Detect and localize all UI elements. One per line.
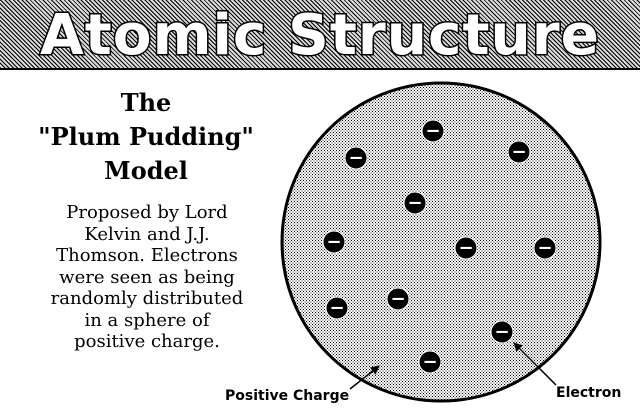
title-banner: Atomic Structure: [0, 0, 640, 70]
model-description: Proposed by Lord Kelvin and J.J. Thomson…: [34, 202, 260, 353]
model-heading: The "Plum Pudding" Model: [30, 86, 262, 188]
positive-charge-pointer-arrow: [349, 365, 380, 390]
electron-pointer-arrow: [513, 342, 557, 386]
electron-sign: −: [390, 289, 405, 310]
heading-line-1: The: [120, 88, 172, 117]
description-line: in a sphere of: [84, 309, 210, 331]
electron: −: [418, 350, 442, 374]
electron: −: [421, 119, 445, 143]
electron: −: [490, 320, 514, 344]
description-line: Kelvin and J.J.: [84, 223, 210, 245]
electron-sign: −: [425, 121, 440, 142]
electron: −: [454, 236, 478, 260]
description-line: Proposed by Lord: [66, 202, 228, 223]
electron-sign: −: [494, 322, 509, 343]
description-line: Thomson. Electrons: [56, 245, 238, 266]
electron-sign: −: [458, 238, 473, 259]
electron-label: Electron: [556, 385, 621, 401]
electron-sign: −: [407, 193, 422, 214]
electron: −: [507, 140, 531, 164]
description-line: were seen as being: [59, 266, 235, 288]
heading-line-3: Model: [104, 156, 188, 185]
electron-sign: −: [422, 352, 437, 373]
electron-sign: −: [348, 148, 363, 169]
electron: −: [322, 230, 346, 254]
page-title: Atomic Structure: [40, 3, 600, 68]
electron: −: [344, 146, 368, 170]
electron: −: [325, 296, 349, 320]
electron-sign: −: [329, 298, 344, 319]
description-line: positive charge.: [74, 331, 220, 352]
electron-sign: −: [511, 142, 526, 163]
heading-line-2: "Plum Pudding": [38, 122, 254, 151]
description-line: randomly distributed: [50, 288, 244, 309]
title-banner-art: Atomic Structure: [39, 2, 601, 69]
electron-sign: −: [326, 232, 341, 253]
electron-sign: −: [537, 238, 552, 259]
electron: −: [386, 287, 410, 311]
positive-charge-label: Positive Charge: [225, 388, 349, 404]
electron: −: [403, 191, 427, 215]
electron: −: [533, 236, 557, 260]
